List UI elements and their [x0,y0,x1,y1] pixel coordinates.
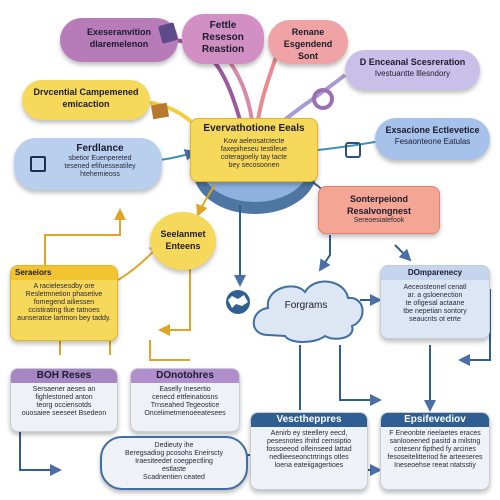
node-mid-circle: Seelanmet Enteens [150,212,216,270]
node-right-card-line: Aeceosteonel cenatl [403,284,467,291]
node-bottom-left2-line: Easelly Inesertio [159,386,211,393]
connector-salmon-right [394,244,412,262]
node-bottom-pill-line: estlaste [161,466,187,473]
node-right-salmon: Sonterpeiond Resalvongnest Sereoesiatefo… [318,186,440,234]
node-bottom-pill-line: Iraesiteedet coegpectling [135,458,213,465]
package-icon [150,102,170,120]
node-bottom-mid-header: Vesctheppres [251,413,367,427]
node-bottom-right-line: fesoseitelitteriod fie arteeseres [387,454,483,461]
node-center: Evervathotione Eeals Kow aeleosatctecte … [190,118,318,182]
node-right-card-line: seaucnts ot etrte [409,316,461,323]
node-left-card-line: fomegend ailiessen [33,299,95,306]
node-bottom-mid: Vesctheppres Aenirb ey steellery eecd, p… [250,412,368,490]
node-top-mid: Fettle Reseson Reastion [182,14,264,64]
node-bottom-left1-line: ouosaiee seeseet Bsedeon [21,410,107,417]
node-bottom-left2-line: cenecd ettfeinatiosns [152,394,218,401]
node-top-right: Renane Esgendend Sont [268,20,348,64]
node-bottom-left2: DOnotohres Easelly Inesertio cenecd ettf… [130,368,240,432]
node-bottom-left2-header: DOnotohres [131,369,239,383]
node-bottom-pill-line: Scadnentien ceated [143,474,205,481]
node-left-yellow: Drvcential Campemened emicaction [22,80,150,120]
node-right-salmon-subtitle: Resalvongnest [346,206,412,216]
network-icon [345,142,361,158]
node-right-card-header: DOmparenecy [381,266,489,280]
node-bottom-left2-line: Oncelimetmenoeeatesees [144,410,226,417]
node-bottom-pill-line: Beregsadiog pcosohs Eneirscty [124,450,224,457]
connector-left-card-loop [44,208,126,265]
node-bottom-left1-line: teorg occiensotds [36,402,92,409]
node-cloud: Forgrams [268,300,344,316]
node-right-blue-subtitle: Fesaonteone Eatulas [394,137,471,146]
node-left-yellow-title: Drvcential Campemened emicaction [33,87,139,109]
node-bottom-left2-line: Trnseahed Tegeostice [150,402,220,409]
node-right-top-title: D Enceanal Scesreration [359,57,466,67]
node-center-line: bey secosoonen [228,162,280,169]
node-left-blue-line: htehemieoss [80,171,120,178]
connector-hub-circle [196,184,216,217]
node-right-top-subtitle: Ivestuantte lllesndory [374,69,451,78]
node-bottom-pill-line: Dedieuty ihe [154,442,194,449]
node-bottom-left1-header: BOH Reses [11,369,117,383]
node-top-left-title: Exeseranvition dlaremelenon [86,27,152,49]
node-right-card-line: tbe nepetian sontory [403,308,467,315]
node-right-card: DOmparenecy Aeceosteonel cenatl ar. a gs… [380,265,490,339]
node-bottom-left1-line: fighlestoned anton [35,394,93,401]
node-bottom-right-line: cotesenr fipthed fy arcines [394,446,476,453]
node-left-blue-title: Ferdlance [76,143,124,154]
node-left-blue: Ferdlance sbetior Euenpereted tesened ef… [14,138,162,190]
node-bottom-right: Epsifevediov F Eneonbte rieelaetes erace… [380,412,490,490]
node-left-card: Seraeiors A racielesesdby ore Resletmnet… [10,265,118,341]
node-left-card-line: aunseratce lartmon bey taddy. [17,315,111,322]
hierarchy-icon [30,156,46,172]
node-left-blue-line: tesened efifuesseatiley [64,163,136,170]
node-bottom-left1: BOH Reses Sersaener aeses an fighlestone… [10,368,118,432]
node-right-card-line: ar. a gsloenection [407,292,463,299]
node-center-line: Kow aeleosatctecte [223,138,285,145]
node-bottom-mid-line: Aenirb ey steellery eecd, [270,430,348,437]
node-cloud-title: Forgrams [284,300,328,311]
node-left-card-header: Seraeiors [11,266,117,280]
node-bottom-right-line: sanlooeened pasitd a milstng [389,438,481,445]
node-bottom-mid-line: nedlieeseonctrtrings otles [269,454,349,461]
node-right-blue-title: Exsacione Ectlevetice [385,125,480,135]
connector-salmon-cloud [318,235,331,272]
node-right-salmon-title: Sonterpeiond [350,194,408,204]
node-right-card-line: te ofigesal actaane [405,300,465,307]
node-bottom-right-line: Ineseoehse reeat ntatsstiy [394,462,476,469]
node-left-card-line: Resletmnetion phasetive [25,291,103,298]
node-mid-circle-title: Seelanmet Enteens [160,229,206,251]
node-bottom-pill: Dedieuty ihe Beregsadiog pcosohs Eneirsc… [100,436,248,490]
node-right-blue: Exsacione Ectlevetice Fesaonteone Eatula… [375,118,490,160]
node-center-line: faxepiheseu testifeue [220,146,288,153]
node-left-card-line: ccistirating tlue tatnoes [28,307,100,314]
node-bottom-mid-line: fossoeeod olfeinseed lattad [266,446,352,453]
node-center-title: Evervathotione Eeals [203,123,305,134]
node-left-blue-line: sbetior Euenpereted [68,155,132,162]
node-bottom-left1-line: Sersaener aeses an [32,386,96,393]
node-left-card-line: A racielesesdby ore [33,283,95,290]
connector-circle-cards [158,265,191,336]
node-center-line: coteragoeliy tay tacte [220,154,288,161]
node-bottom-right-line: F Eneonbte rieelaetes eraces [389,430,481,437]
forgrams-cloud [252,280,364,343]
node-bottom-mid-line: pesesnotes ifnitd cemsiptio [266,438,352,445]
node-bottom-mid-line: loena eateiigagertioes [274,462,344,469]
node-top-mid-title: Fettle Reseson Reastion [201,20,245,55]
node-bottom-right-header: Epsifevediov [381,413,489,427]
connector-cloud-bottom [299,345,380,410]
node-right-salmon-line: Sereoesiatefook [353,217,405,224]
gear-icon [312,88,334,110]
node-top-right-title: Renane Esgendend Sont [283,27,333,61]
node-right-top: D Enceanal Scesreration Ivestuantte llle… [345,50,480,90]
